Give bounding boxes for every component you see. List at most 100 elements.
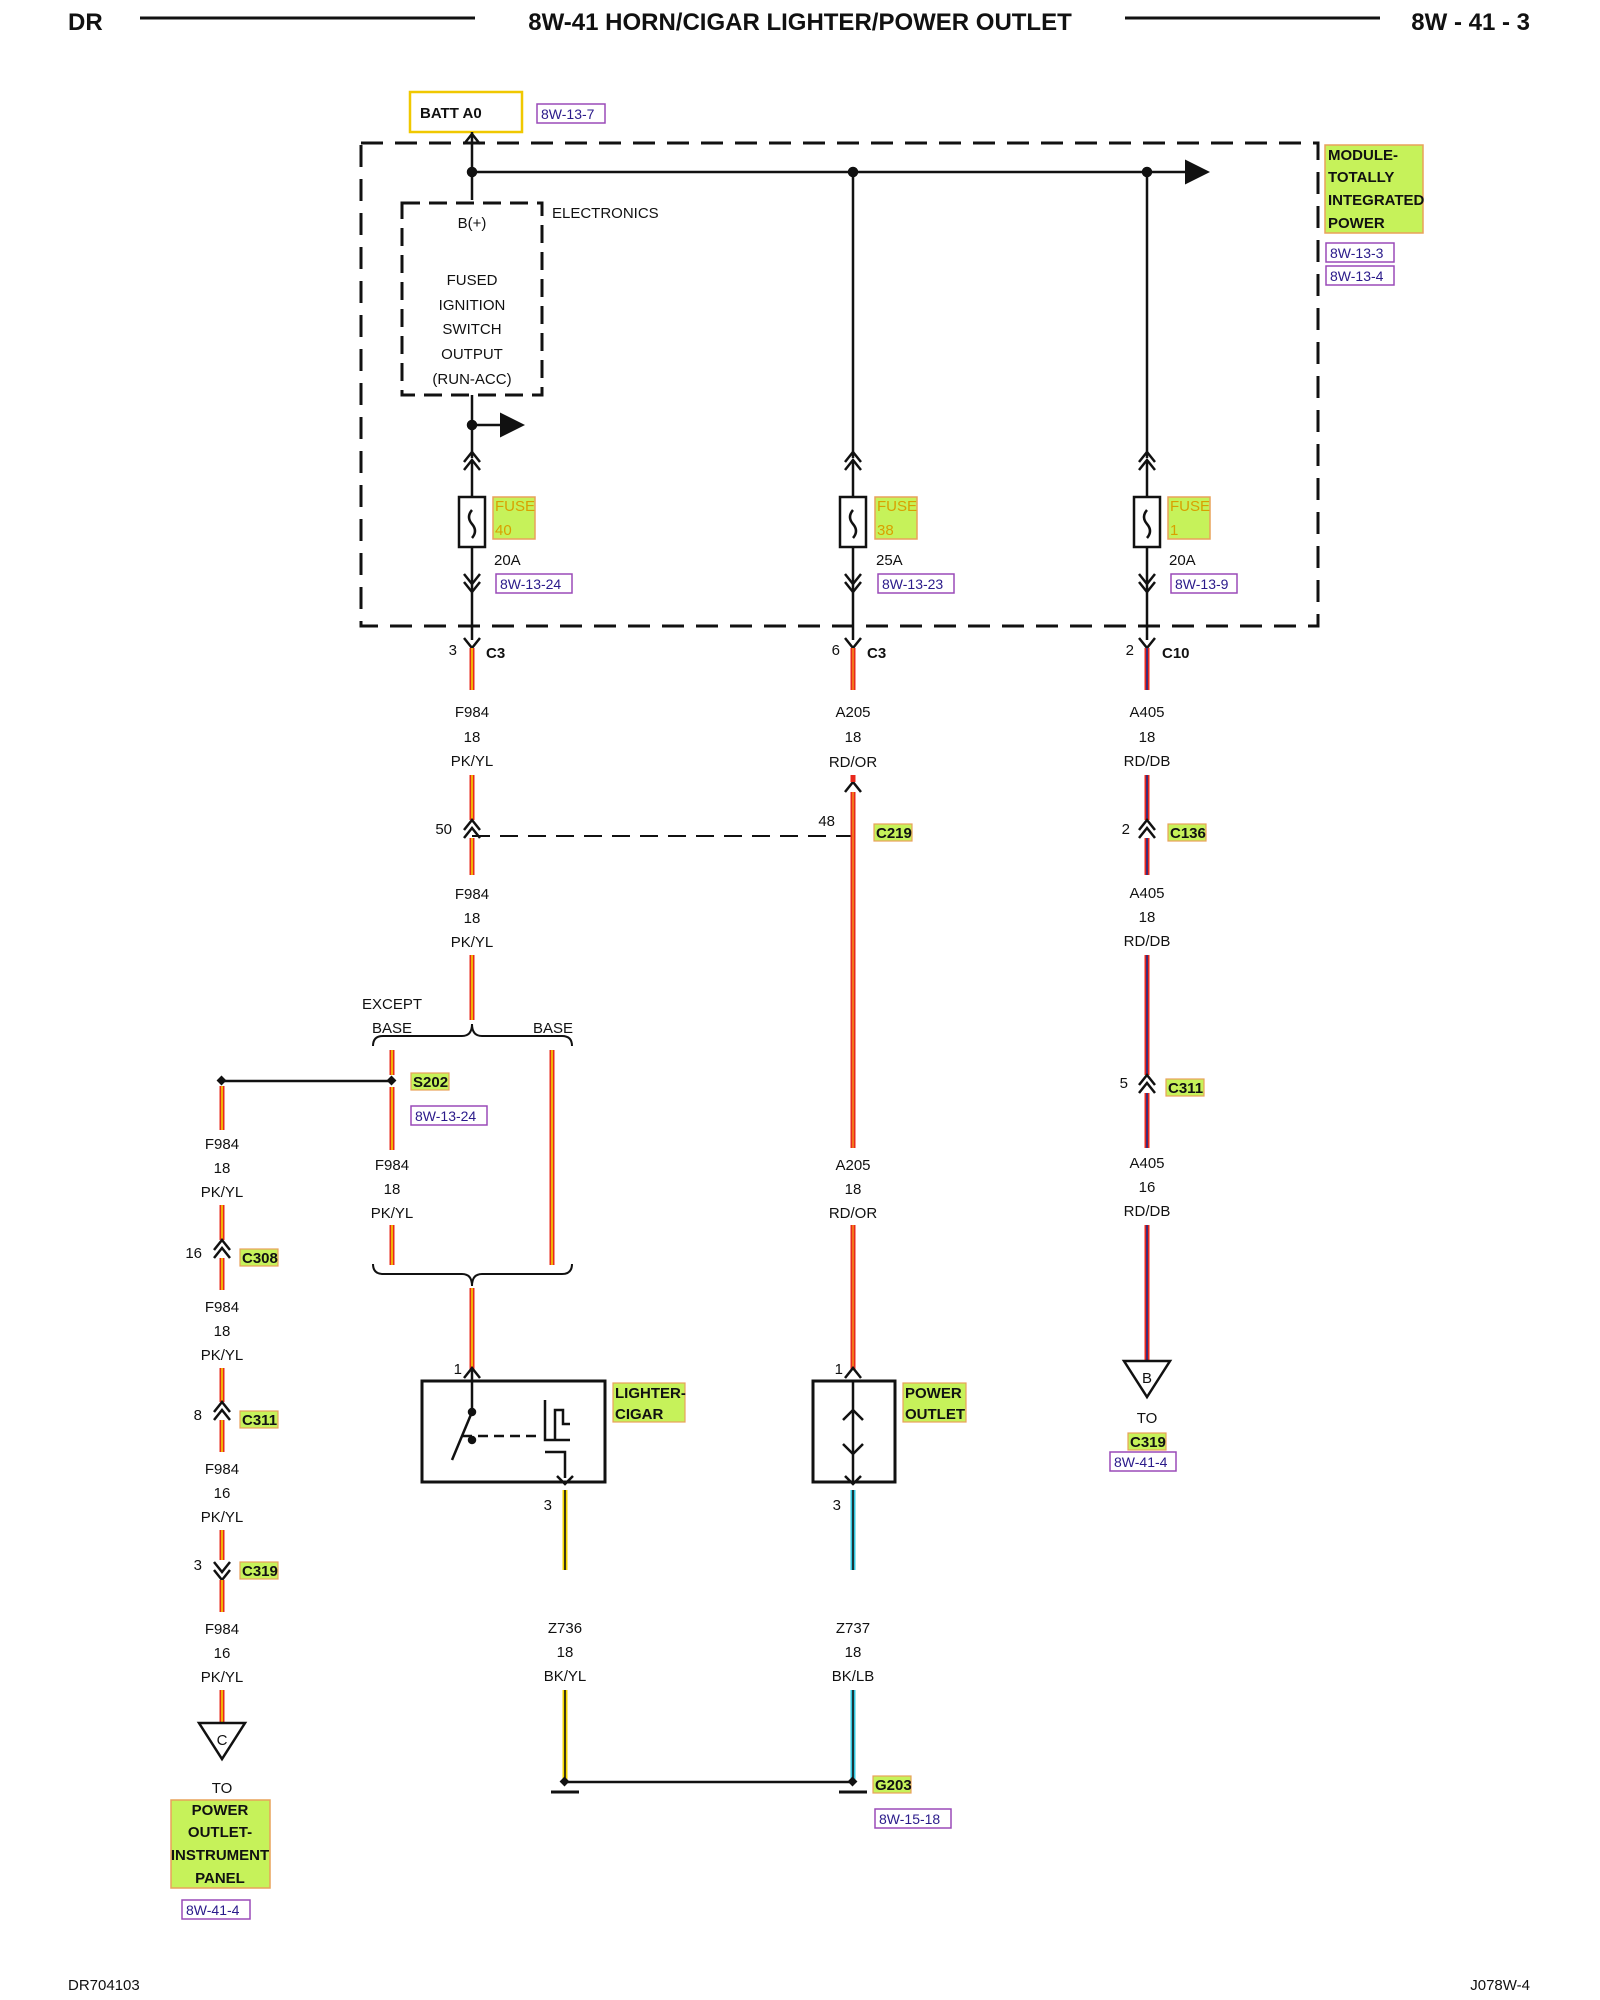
svg-text:38: 38 xyxy=(877,522,894,539)
svg-text:OUTLET: OUTLET xyxy=(905,1406,965,1423)
svg-text:OUTLET-: OUTLET- xyxy=(188,1824,252,1841)
tipm-module-boundary xyxy=(359,141,1320,628)
connector-c3-a205: 6 C3 xyxy=(832,637,886,662)
svg-text:FUSED: FUSED xyxy=(447,272,498,289)
svg-text:8: 8 xyxy=(194,1407,202,1424)
svg-text:S202: S202 xyxy=(413,1074,448,1091)
svg-text:PK/YL: PK/YL xyxy=(201,1669,244,1686)
fuse-1-ref-link[interactable]: 8W-13-9 xyxy=(1170,573,1238,594)
svg-text:F984: F984 xyxy=(205,1136,239,1153)
svg-text:18: 18 xyxy=(845,1644,862,1661)
svg-text:3: 3 xyxy=(544,1497,552,1514)
branch-brace-top: EXCEPT BASE BASE xyxy=(362,996,573,1047)
offpage-b: B TO C319 xyxy=(1121,1359,1173,1451)
svg-text:PK/YL: PK/YL xyxy=(451,934,494,951)
offpage-c: C TO POWER OUTLET- INSTRUMENT PANEL xyxy=(170,1721,271,1889)
svg-text:C308: C308 xyxy=(242,1250,278,1267)
offpage-b-ref-link[interactable]: 8W-41-4 xyxy=(1109,1451,1177,1472)
header-left: DR xyxy=(68,9,103,36)
svg-text:3: 3 xyxy=(449,642,457,659)
svg-text:8W-13-24: 8W-13-24 xyxy=(500,576,561,592)
wire-label-a405-3: A405 16 RD/DB xyxy=(1124,1155,1171,1220)
svg-text:RD/OR: RD/OR xyxy=(829,754,878,771)
svg-text:A405: A405 xyxy=(1129,704,1164,721)
wire-label-a405-1: A405 18 RD/DB xyxy=(1124,704,1171,770)
svg-text:C319: C319 xyxy=(242,1563,278,1580)
wire-label-a405-2: A405 18 RD/DB xyxy=(1124,885,1171,950)
svg-text:8W-41-4: 8W-41-4 xyxy=(1114,1454,1168,1470)
svg-text:6: 6 xyxy=(832,642,840,659)
svg-text:Z737: Z737 xyxy=(836,1620,870,1637)
svg-text:PK/YL: PK/YL xyxy=(451,753,494,770)
svg-text:16: 16 xyxy=(214,1645,231,1662)
connector-c308: 16 C308 xyxy=(185,1237,279,1267)
svg-text:8W-13-23: 8W-13-23 xyxy=(882,576,943,592)
svg-text:OUTPUT: OUTPUT xyxy=(441,346,503,363)
fuse-1: FUSE 1 20A xyxy=(1132,449,1211,640)
wire-label-a205-2: A205 18 RD/OR xyxy=(829,1157,878,1222)
offpage-c-ref-link[interactable]: 8W-41-4 xyxy=(181,1899,251,1920)
batt-label: BATT A0 xyxy=(408,90,524,134)
svg-text:LIGHTER-: LIGHTER- xyxy=(615,1385,686,1402)
module-ref-link-2[interactable]: 8W-13-4 xyxy=(1325,265,1395,286)
wire-label-f984-3: F984 18 PK/YL xyxy=(371,1157,414,1222)
svg-text:C311: C311 xyxy=(242,1412,277,1429)
svg-text:5: 5 xyxy=(1120,1075,1128,1092)
svg-text:TOTALLY: TOTALLY xyxy=(1328,169,1394,186)
svg-text:F984: F984 xyxy=(205,1461,239,1478)
svg-text:F984: F984 xyxy=(455,886,489,903)
connector-c319: 3 C319 xyxy=(194,1557,279,1583)
svg-text:IGNITION: IGNITION xyxy=(439,297,506,314)
svg-text:POWER: POWER xyxy=(192,1802,249,1819)
svg-text:18: 18 xyxy=(464,729,481,746)
fuse-40-ref-link[interactable]: 8W-13-24 xyxy=(495,573,573,594)
svg-text:B(+): B(+) xyxy=(458,215,487,232)
svg-text:RD/DB: RD/DB xyxy=(1124,1203,1171,1220)
svg-text:FUSE: FUSE xyxy=(877,498,917,515)
electronics-inner-text: B(+) FUSED IGNITION SWITCH OUTPUT (RUN-A… xyxy=(432,215,511,388)
svg-text:1: 1 xyxy=(1170,522,1178,539)
svg-text:18: 18 xyxy=(845,1181,862,1198)
connector-c3-f984: 3 C3 xyxy=(449,637,505,662)
svg-text:F984: F984 xyxy=(455,704,489,721)
batt-ref-link[interactable]: 8W-13-7 xyxy=(536,103,606,124)
module-ref-link-1[interactable]: 8W-13-3 xyxy=(1325,242,1395,263)
fuse-38-ref-link[interactable]: 8W-13-23 xyxy=(877,573,955,594)
svg-text:3: 3 xyxy=(833,1497,841,1514)
ground-g203: G203 xyxy=(551,1775,912,1794)
fuse-38: FUSE 38 25A xyxy=(838,449,918,640)
electronics-output xyxy=(466,395,525,458)
page-header: DR 8W-41 HORN/CIGAR LIGHTER/POWER OUTLET… xyxy=(68,9,1530,36)
svg-text:18: 18 xyxy=(214,1160,231,1177)
svg-text:18: 18 xyxy=(384,1181,401,1198)
svg-text:2: 2 xyxy=(1122,821,1130,838)
svg-text:18: 18 xyxy=(557,1644,574,1661)
svg-text:40: 40 xyxy=(495,522,512,539)
svg-text:INTEGRATED: INTEGRATED xyxy=(1328,192,1425,209)
svg-text:RD/DB: RD/DB xyxy=(1124,753,1171,770)
wire-label-f984-1: F984 18 PK/YL xyxy=(451,704,494,770)
svg-text:C: C xyxy=(217,1732,228,1749)
svg-text:PK/YL: PK/YL xyxy=(201,1509,244,1526)
wire-label-f984-2: F984 18 PK/YL xyxy=(451,886,494,951)
svg-text:18: 18 xyxy=(1139,909,1156,926)
svg-text:RD/DB: RD/DB xyxy=(1124,933,1171,950)
page-title: 8W-41 HORN/CIGAR LIGHTER/POWER OUTLET xyxy=(528,9,1072,36)
svg-text:A405: A405 xyxy=(1129,1155,1164,1172)
svg-text:20A: 20A xyxy=(1169,552,1196,569)
electronics-box xyxy=(400,201,544,397)
svg-text:8W-13-7: 8W-13-7 xyxy=(541,106,595,122)
svg-text:F984: F984 xyxy=(205,1621,239,1638)
ground-g203-ref-link[interactable]: 8W-15-18 xyxy=(874,1808,952,1829)
svg-text:48: 48 xyxy=(818,813,835,830)
module-internal-bus xyxy=(463,131,1210,458)
svg-text:BASE: BASE xyxy=(372,1020,412,1037)
svg-text:BASE: BASE xyxy=(533,1020,573,1037)
splice-s202-ref-link[interactable]: 8W-13-24 xyxy=(410,1105,488,1126)
svg-text:(RUN-ACC): (RUN-ACC) xyxy=(432,371,511,388)
svg-text:A205: A205 xyxy=(835,704,870,721)
svg-text:EXCEPT: EXCEPT xyxy=(362,996,422,1013)
svg-text:A405: A405 xyxy=(1129,885,1164,902)
batt-text: BATT A0 xyxy=(420,105,482,122)
svg-text:8W-13-24: 8W-13-24 xyxy=(415,1108,476,1124)
